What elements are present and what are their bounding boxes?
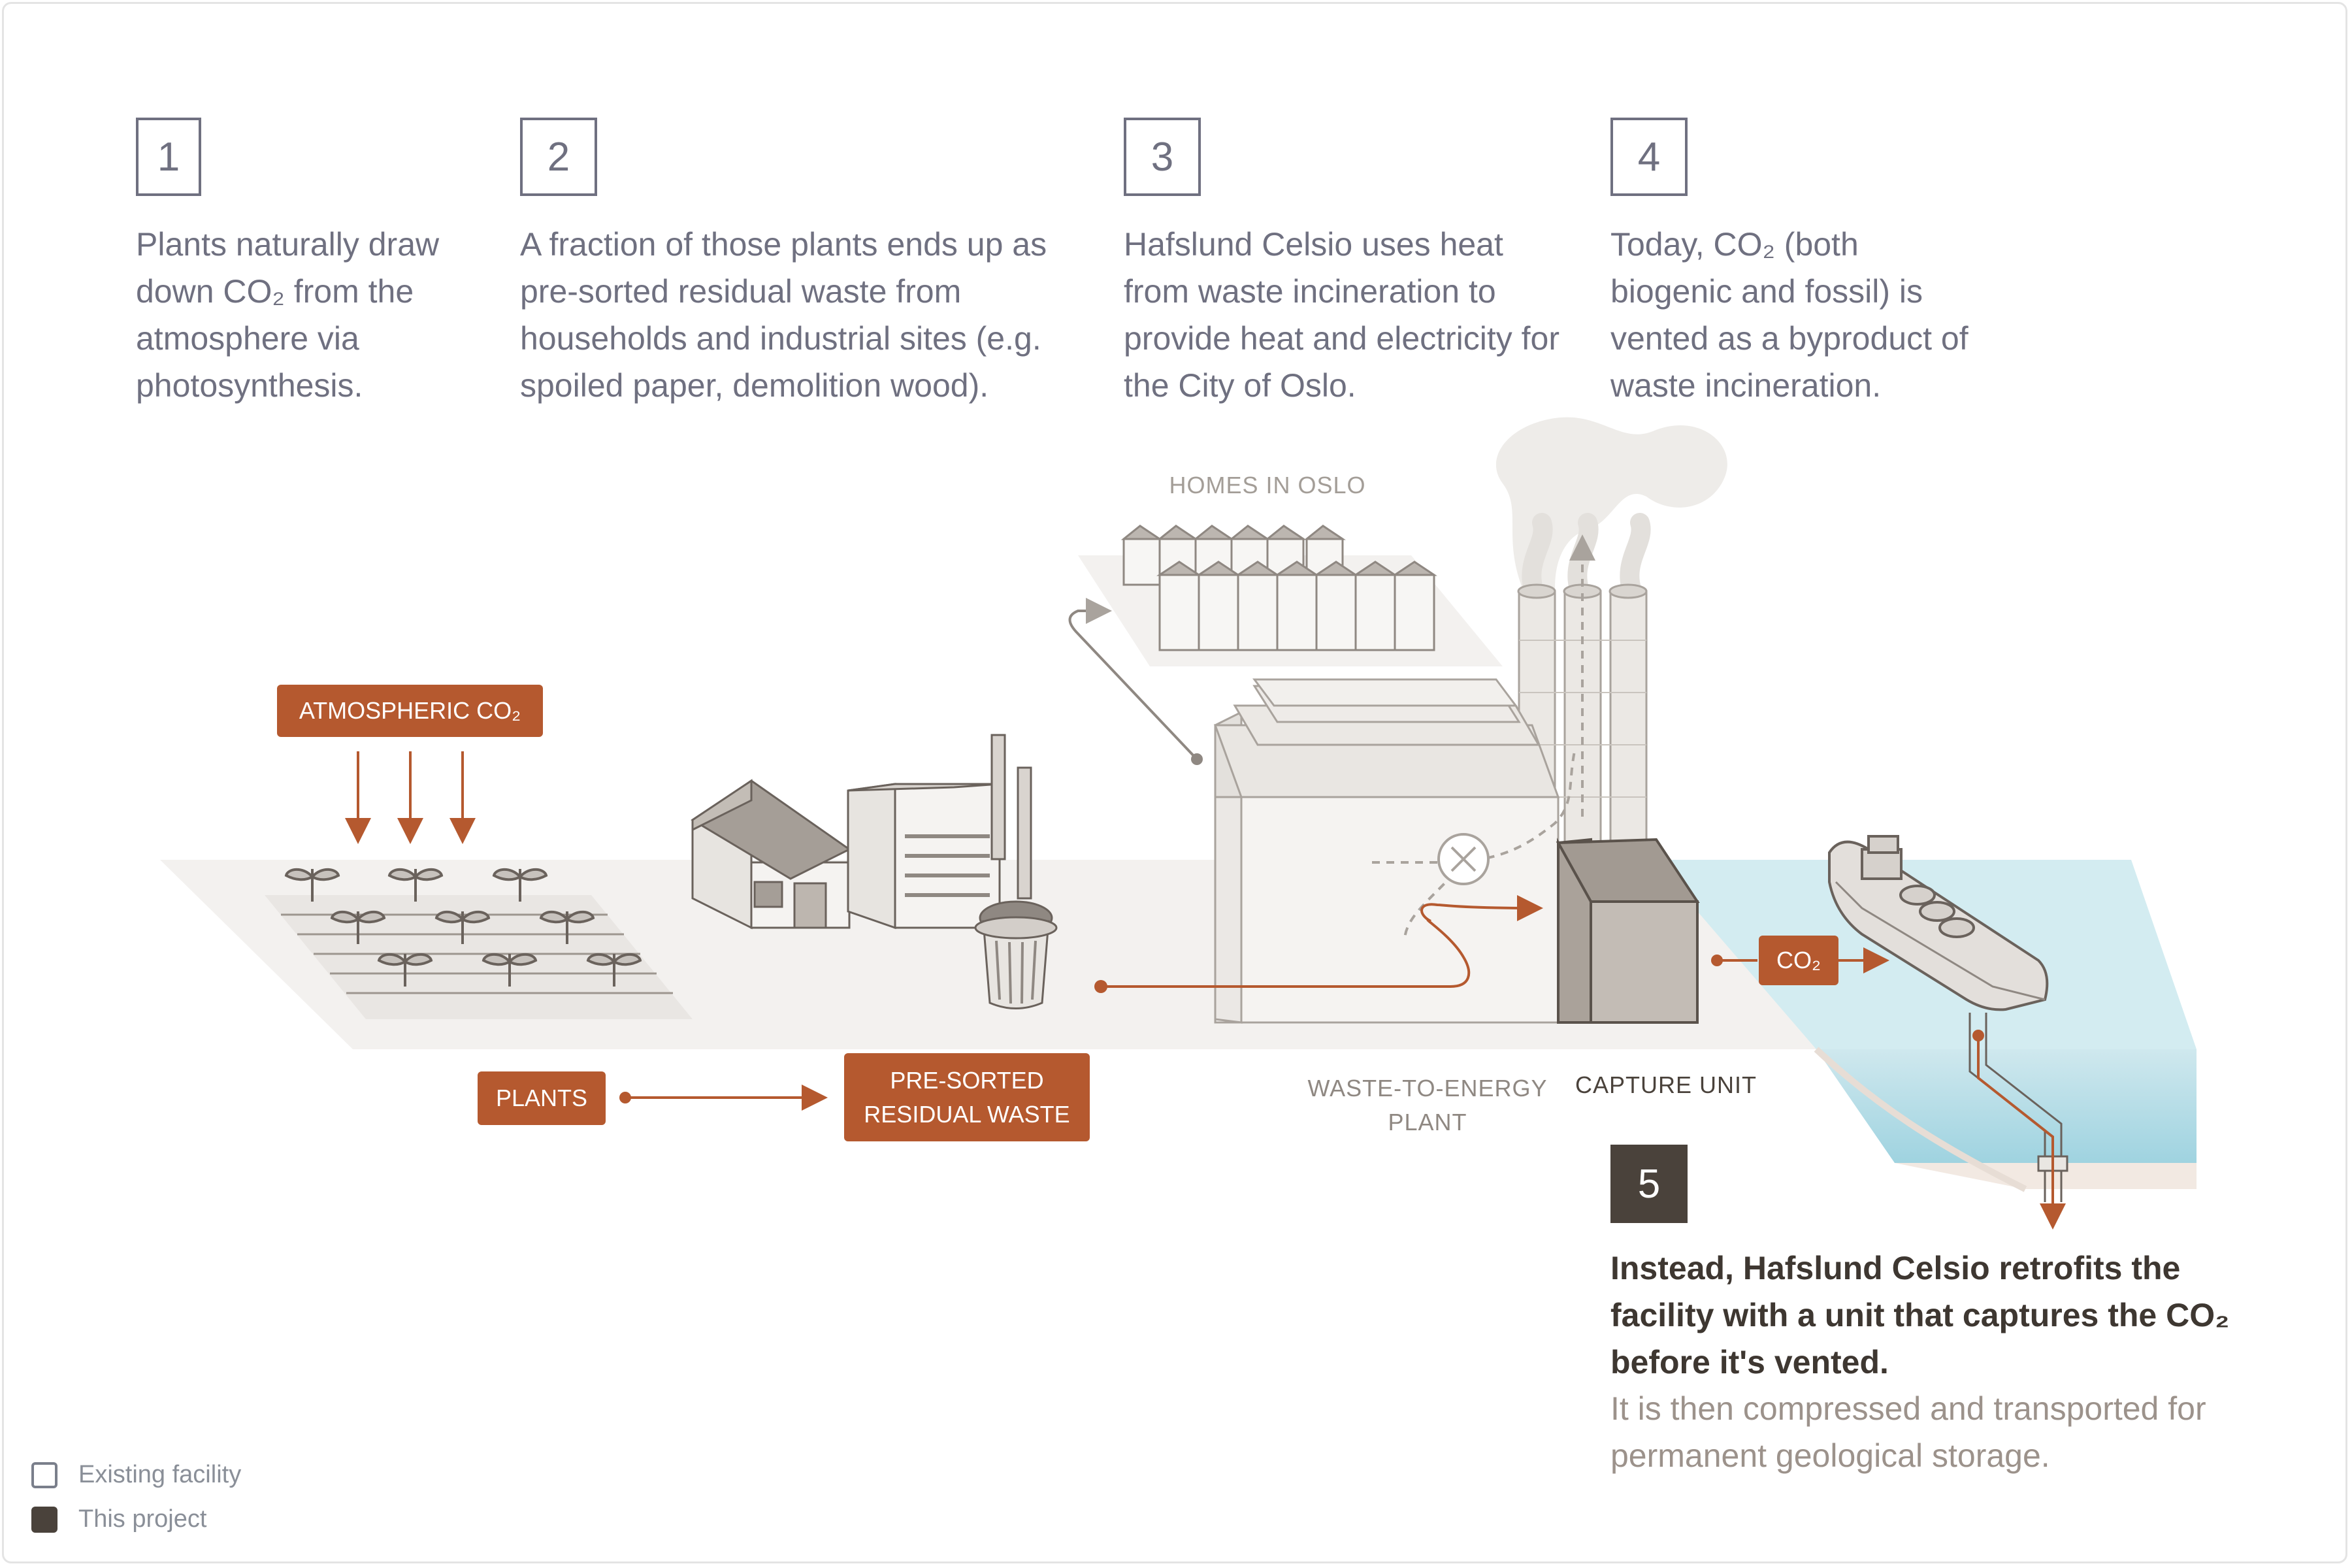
legend-project-label: This project xyxy=(78,1505,207,1533)
step-1-number: 1 xyxy=(136,118,201,196)
field-plot xyxy=(265,895,693,1019)
project-swatch-icon xyxy=(31,1506,57,1533)
capture-unit-label: CAPTURE UNIT xyxy=(1575,1071,1757,1098)
step-2-text: A fraction of those plants ends up as pr… xyxy=(520,226,1047,404)
flue-gas-path xyxy=(1372,751,1576,864)
capture-unit xyxy=(1556,838,1700,1024)
trash-bin-icon xyxy=(974,900,1058,1009)
legend-existing-label: Existing facility xyxy=(78,1461,242,1488)
house-icon xyxy=(691,779,851,930)
step-5-subtext: It is then compressed and transported fo… xyxy=(1610,1390,2206,1474)
atmospheric-co2-label: ATMOSPHERIC CO₂ xyxy=(277,685,543,737)
step-4-number: 4 xyxy=(1610,118,1688,196)
plants-label: PLANTS xyxy=(478,1071,606,1125)
legend-project: This project xyxy=(31,1505,206,1533)
step-2-number: 2 xyxy=(520,118,597,196)
homes-cluster xyxy=(1120,525,1437,651)
transport-ship xyxy=(1828,835,2049,1011)
co2-down-arrows xyxy=(345,751,476,844)
step-5-text: Instead, Hafslund Celsio retrofits the f… xyxy=(1610,1250,2230,1380)
wte-plant-label: WASTE-TO-ENERGY PLANT xyxy=(1307,1075,1548,1135)
waste-flow-line xyxy=(1101,894,1543,988)
plant-seedlings xyxy=(284,868,642,987)
step-3-number: 3 xyxy=(1124,118,1201,196)
step-1-text: Plants naturally draw down CO₂ from the … xyxy=(136,226,440,404)
smoke-plume xyxy=(1495,417,1727,588)
water-side xyxy=(1816,1049,2197,1163)
step-3-text: Hafslund Celsio uses heat from waste inc… xyxy=(1124,226,1560,404)
step-5-number: 5 xyxy=(1610,1145,1688,1223)
co2-transport-label: CO₂ xyxy=(1759,936,1838,985)
office-building-icon xyxy=(847,734,1032,930)
legend-existing: Existing facility xyxy=(31,1461,241,1489)
existing-swatch-icon xyxy=(31,1462,57,1488)
step-4-text: Today, CO₂ (both biogenic and fossil) is… xyxy=(1610,226,1968,404)
waste-to-energy-plant xyxy=(1213,678,1560,1024)
heat-to-homes-arrow xyxy=(1068,598,1197,759)
residual-waste-label: PRE-SORTED RESIDUAL WASTE xyxy=(844,1053,1090,1141)
homes-in-oslo-label: HOMES IN OSLO xyxy=(1169,472,1366,498)
